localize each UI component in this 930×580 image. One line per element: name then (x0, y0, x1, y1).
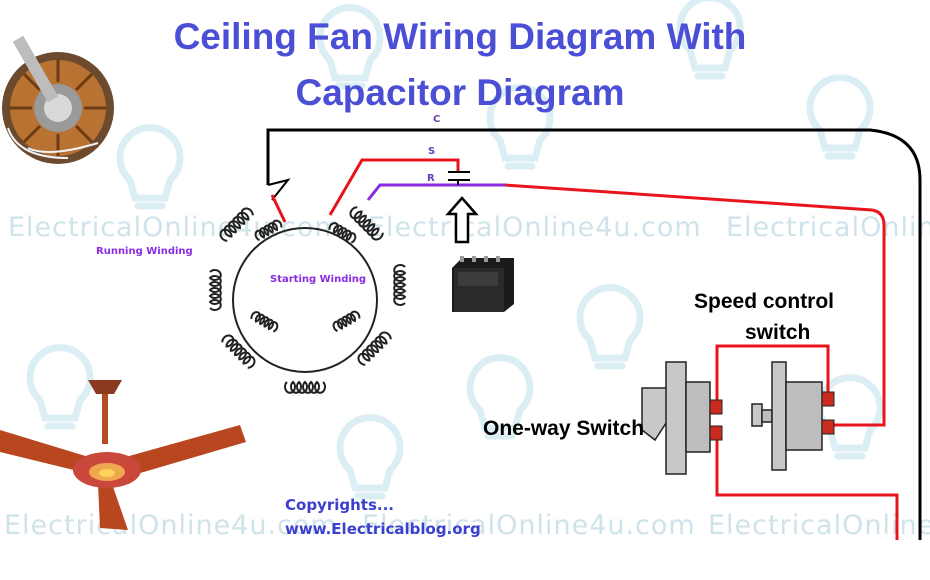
watermark-text: ElectricalOnline (726, 212, 930, 243)
watermark-text: ElectricalOnline4u.com (368, 212, 702, 243)
up-arrow-icon (445, 196, 479, 244)
copyright-label: Copyrights... (285, 496, 394, 514)
watermark-text: ElectricalOnline4u.com (8, 212, 342, 243)
watermark-text: ElectricalOnline (708, 510, 930, 541)
diagram-title-line1: Ceiling Fan Wiring Diagram With (173, 16, 747, 57)
bulb-watermark-icon (26, 344, 94, 430)
start-wire (328, 158, 460, 216)
one-way-switch-label: One-way Switch (483, 417, 645, 440)
bulb-watermark-icon (466, 354, 534, 440)
live-wire (504, 183, 886, 427)
starting-winding-label: Starting Winding (270, 274, 367, 285)
starting-winding-coils (250, 219, 361, 333)
capacitor-image (452, 256, 514, 312)
speed-control-label-line2: switch (745, 321, 811, 344)
bulb-watermark-icon (486, 84, 554, 170)
watermark-text: ElectricalOnline4u.com (362, 510, 696, 541)
capacitor-symbol (448, 171, 470, 181)
one-way-switch-image (641, 361, 723, 475)
bulb-watermark-icon (576, 284, 644, 370)
bulb-watermark-icon (336, 414, 404, 500)
running-winding-label: Running Winding (96, 246, 193, 257)
running-winding-coils (208, 206, 407, 394)
bulb-watermark-icon (806, 74, 874, 160)
run-wire (366, 183, 505, 201)
bulb-watermark-icon (676, 0, 744, 80)
stator-motor-image (2, 35, 114, 164)
speed-control-switch-image (751, 361, 835, 471)
diagram-title-line2: Capacitor Diagram (295, 72, 625, 113)
output-wire (715, 434, 899, 540)
copyright-url: www.Electricalblog.org (285, 520, 481, 538)
wire-label-start: S (428, 146, 436, 157)
wire-label-run: R (427, 173, 435, 184)
watermark-text: ElectricalOnline4u.com (4, 510, 338, 541)
speed-control-label-line1: Speed control (694, 290, 835, 313)
wire-label-common: C (433, 114, 441, 125)
bulb-watermark-icon (116, 124, 184, 210)
bulb-watermark-icon (316, 4, 384, 90)
ceiling-fan-image (0, 380, 246, 530)
common-wire (266, 128, 922, 540)
